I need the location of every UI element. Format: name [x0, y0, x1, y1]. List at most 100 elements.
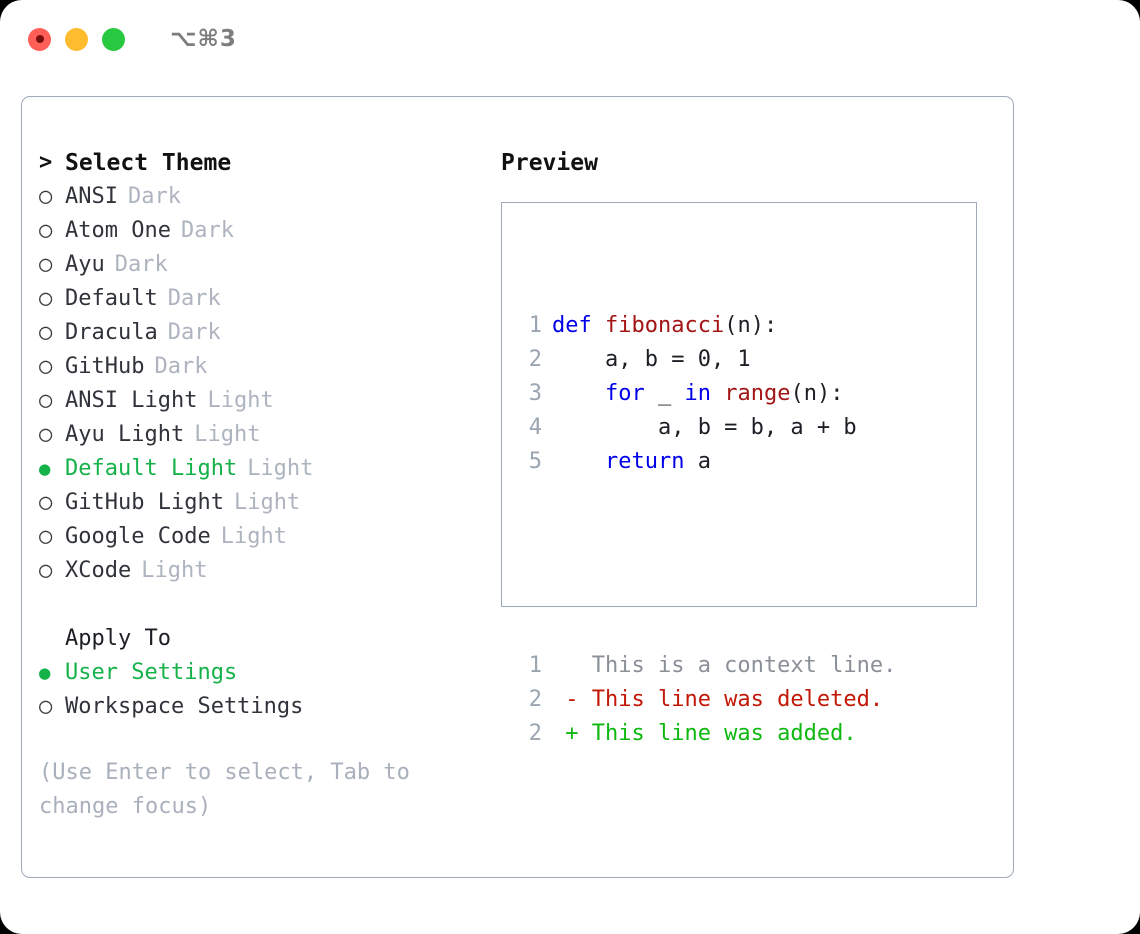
code-token: a — [684, 449, 711, 474]
code-token: + This line was added. — [552, 721, 857, 746]
theme-list-item[interactable]: ○ ANSI Light Light — [39, 384, 489, 418]
line-number: 4 — [528, 415, 542, 440]
code-token: fibonacci — [604, 313, 725, 338]
theme-name-label: GitHub Light — [65, 490, 224, 515]
code-blank-line — [514, 547, 896, 581]
theme-name-label: Ayu — [65, 252, 105, 277]
theme-list-item[interactable]: ○ Google Code Light — [39, 520, 489, 554]
code-token: in — [684, 381, 711, 406]
code-token: (n): — [790, 381, 844, 406]
radio-unselected-icon[interactable]: ○ — [39, 286, 53, 311]
apply-to-option[interactable]: ● User Settings — [39, 656, 489, 690]
apply-to-option-label: User Settings — [65, 660, 238, 685]
code-token: a, b = b, a + b — [552, 415, 857, 440]
radio-unselected-icon[interactable]: ○ — [39, 354, 53, 379]
radio-unselected-icon[interactable]: ○ — [39, 524, 53, 549]
traffic-lights — [28, 27, 125, 51]
code-token: def — [552, 313, 605, 338]
line-number: 5 — [528, 449, 542, 474]
theme-name-label: Ayu Light — [65, 422, 185, 447]
radio-unselected-icon[interactable]: ○ — [39, 252, 53, 277]
theme-name-label: Atom One — [65, 218, 171, 243]
radio-unselected-icon[interactable]: ○ — [39, 218, 53, 243]
diff-line: 2 - This line was deleted. — [514, 683, 896, 717]
preview-title: Preview — [501, 150, 598, 176]
code-token: This is a context line. — [552, 653, 897, 678]
radio-unselected-icon[interactable]: ○ — [39, 388, 53, 413]
select-theme-heading-label: Select Theme — [65, 150, 232, 176]
radio-unselected-icon[interactable]: ○ — [39, 184, 53, 209]
theme-name-label: Dracula — [65, 320, 158, 345]
line-number: 3 — [528, 381, 542, 406]
theme-kind-badge: Light — [141, 558, 208, 583]
code-token: return — [604, 449, 685, 474]
radio-unselected-icon[interactable]: ○ — [39, 422, 53, 447]
theme-kind-badge: Dark — [167, 286, 221, 311]
radio-selected-icon[interactable]: ● — [39, 662, 51, 684]
code-token: range — [724, 381, 791, 406]
theme-kind-badge: Dark — [127, 184, 181, 209]
zoom-button-icon[interactable] — [102, 27, 125, 51]
title-bar: ⌥⌘3 — [0, 0, 1140, 78]
code-token: (n): — [724, 313, 778, 338]
theme-kind-badge: Dark — [180, 218, 234, 243]
theme-name-label: GitHub — [65, 354, 145, 379]
code-token — [552, 445, 605, 479]
code-line: 3 for _ in range(n): — [514, 377, 896, 411]
code-token: _ — [644, 381, 685, 406]
keyboard-hint-text: (Use Enter to select, Tab to change focu… — [39, 760, 410, 819]
theme-kind-badge: Light — [194, 422, 261, 447]
code-line: 4 a, b = b, a + b — [514, 411, 896, 445]
radio-unselected-icon[interactable]: ○ — [39, 320, 53, 345]
apply-to-option[interactable]: ○ Workspace Settings — [39, 690, 489, 724]
line-number: 2 — [528, 687, 542, 712]
theme-list-item[interactable]: ○ Atom One Dark — [39, 214, 489, 248]
theme-list-item[interactable]: ○ GitHub Light Light — [39, 486, 489, 520]
radio-unselected-icon[interactable]: ○ — [39, 694, 53, 719]
theme-name-label: Google Code — [65, 524, 211, 549]
radio-unselected-icon[interactable]: ○ — [39, 490, 53, 515]
theme-kind-badge: Dark — [154, 354, 208, 379]
theme-name-label: Default — [65, 286, 158, 311]
line-number: 2 — [528, 347, 542, 372]
apply-to-heading: Apply To — [65, 626, 171, 651]
theme-list-item[interactable]: ○ Dracula Dark — [39, 316, 489, 350]
keyboard-shortcut-label: ⌥⌘3 — [170, 26, 237, 52]
diff-line: 2 + This line was added. — [514, 717, 896, 751]
radio-selected-icon[interactable]: ● — [39, 458, 51, 480]
theme-list-item[interactable]: ○ GitHub Dark — [39, 350, 489, 384]
prompt-caret-icon: > — [39, 150, 53, 175]
theme-list-item[interactable]: ○ XCode Light — [39, 554, 489, 588]
theme-name-label: ANSI Light — [65, 388, 198, 413]
code-line: 1 def fibonacci(n): — [514, 309, 896, 343]
theme-list-item[interactable]: ○ Ayu Light Light — [39, 418, 489, 452]
theme-kind-badge: Light — [220, 524, 287, 549]
minimize-button-icon[interactable] — [65, 27, 88, 51]
theme-kind-badge: Light — [233, 490, 301, 515]
theme-kind-badge: Dark — [167, 320, 221, 345]
theme-list-item[interactable]: ○ Default Dark — [39, 282, 489, 316]
select-theme-heading: > Select Theme — [39, 146, 489, 180]
close-button-icon[interactable] — [28, 27, 51, 51]
code-token: for — [604, 381, 645, 406]
line-number: 1 — [528, 313, 542, 338]
theme-name-label: Default Light — [65, 456, 238, 481]
code-token: - This line was deleted. — [552, 687, 884, 712]
diff-line: 1 This is a context line. — [514, 649, 897, 683]
theme-name-label: XCode — [65, 558, 132, 583]
radio-unselected-icon[interactable]: ○ — [39, 558, 53, 583]
apply-to-option-label: Workspace Settings — [65, 694, 304, 719]
apply-to-options: ● User Settings ○ Workspace Settings — [39, 656, 489, 724]
theme-kind-badge: Light — [207, 388, 274, 413]
code-line: 5 return a — [514, 445, 896, 479]
